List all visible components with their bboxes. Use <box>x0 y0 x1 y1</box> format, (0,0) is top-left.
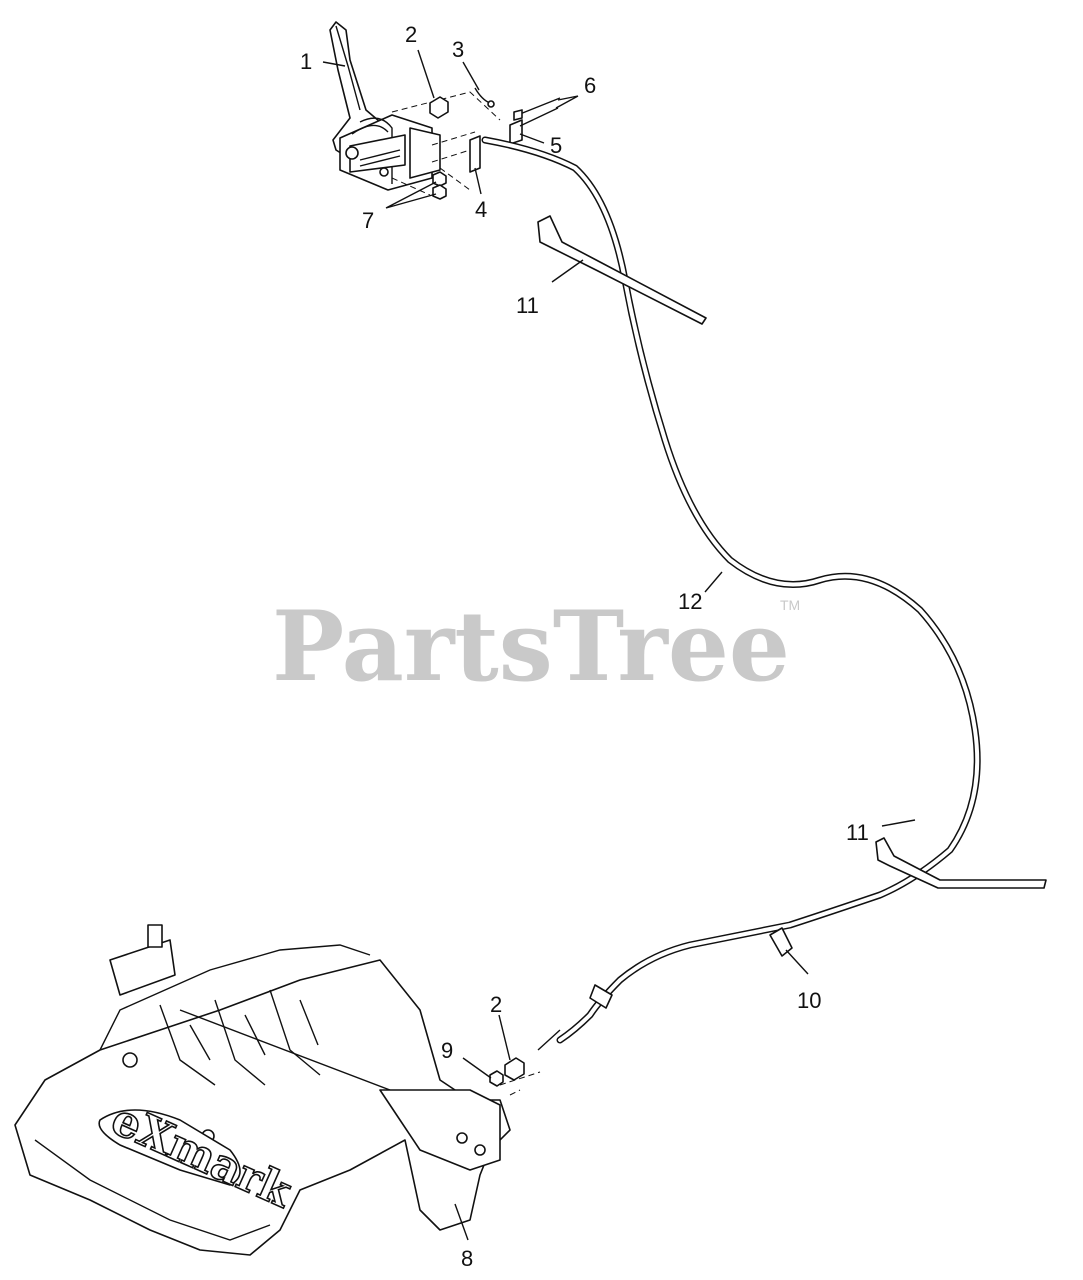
part-11-cable-tie-lower[interactable] <box>875 837 1047 889</box>
part-2-pivot-upper[interactable] <box>429 96 449 119</box>
callout-11-upper: 11 <box>516 293 539 318</box>
callout-2-lower: 2 <box>490 992 502 1017</box>
callout-9: 9 <box>441 1038 453 1063</box>
part-8-mower-deck[interactable]: eXmark <box>14 924 511 1256</box>
part-9-nut[interactable] <box>489 1070 504 1087</box>
callout-2-upper: 2 <box>405 22 417 47</box>
callout-4: 4 <box>475 197 487 222</box>
part-12-cable[interactable] <box>481 136 981 1051</box>
part-2-pivot-lower[interactable] <box>504 1057 525 1081</box>
watermark-text: PartsTree <box>272 590 790 703</box>
callout-10: 10 <box>797 988 821 1013</box>
part-11-cable-tie-upper[interactable] <box>537 215 707 325</box>
part-6-screws[interactable] <box>513 97 561 127</box>
callout-5: 5 <box>550 133 562 158</box>
callout-8: 8 <box>461 1246 473 1271</box>
part-10-cable-clamp[interactable] <box>769 927 793 957</box>
part-5-cable-clip[interactable] <box>509 119 523 145</box>
callout-7: 7 <box>362 208 374 233</box>
callout-11-lower: 11 <box>846 820 869 845</box>
part-4-bracket[interactable] <box>469 135 481 173</box>
part-3-clip[interactable] <box>474 87 495 108</box>
callout-6: 6 <box>584 73 596 98</box>
watermark-trademark: TM <box>780 597 800 613</box>
callout-3: 3 <box>452 37 464 62</box>
callout-12: 12 <box>678 589 702 614</box>
control-lever-assembly[interactable] <box>329 21 441 191</box>
callout-1: 1 <box>300 49 312 74</box>
